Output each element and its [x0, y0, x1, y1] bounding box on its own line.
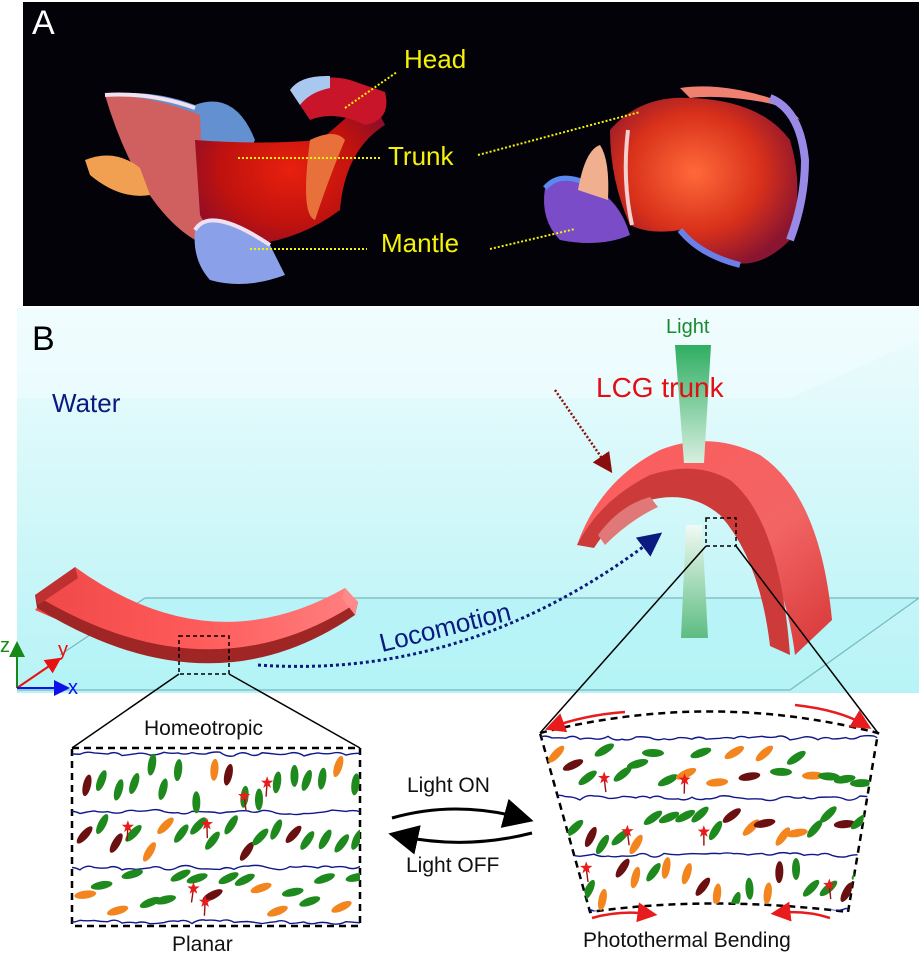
photothermal-bending-label: Photothermal Bending [583, 930, 791, 951]
x-axis-label: x [68, 678, 78, 698]
homeotropic-label: Homeotropic [144, 718, 263, 739]
water-label: Water [52, 390, 120, 416]
label-mantle: Mantle [381, 230, 459, 256]
mesogen [549, 855, 567, 878]
label-trunk: Trunk [388, 143, 454, 169]
mesogen [792, 858, 800, 880]
mesogen [545, 819, 566, 840]
light-off-arrow [400, 833, 532, 842]
y-axis-label: y [58, 640, 68, 660]
planar-label: Planar [172, 934, 233, 955]
light-on-arrow [392, 809, 522, 818]
light-on-label: Light ON [407, 775, 490, 796]
panel-b-letter: B [32, 322, 55, 356]
light-off-label: Light OFF [406, 855, 499, 876]
contract-arrow-right [778, 912, 830, 918]
water-surface-highlight [17, 308, 919, 398]
panel-a-letter: A [32, 6, 55, 40]
light-label: Light [666, 317, 709, 337]
label-head: Head [404, 46, 466, 72]
mesogen [192, 791, 200, 813]
contract-arrow-left [592, 913, 650, 918]
lcg-trunk-label: LCG trunk [596, 374, 724, 402]
z-axis-label: z [0, 636, 10, 656]
